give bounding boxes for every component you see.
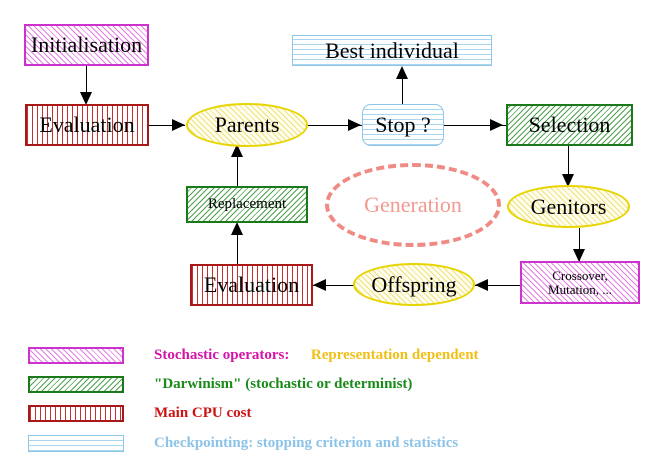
node-best-individual[interactable]: Best individual	[292, 35, 492, 66]
selection-label: Selection	[528, 112, 611, 138]
connector-selection-to-genitors	[568, 146, 569, 188]
legend-row: Stochastic operators: Representation dep…	[28, 344, 479, 366]
connector-crossover-to-offspring	[475, 285, 521, 286]
node-initialisation[interactable]: Initialisation	[24, 24, 149, 66]
node-parents[interactable]: Parents	[186, 103, 308, 147]
crossover-mutation-label: Crossover, Mutation, ...	[548, 267, 612, 297]
stop-label: Stop ?	[375, 112, 431, 138]
legend-swatch-stochastic-operators	[28, 346, 124, 364]
connector-eval-to-replacement	[237, 224, 238, 266]
legend-row: "Darwinism" (stochastic or determinist)	[28, 373, 412, 395]
legend-text-primary: Main CPU cost	[154, 404, 252, 421]
node-stop-decision[interactable]: Stop ?	[362, 104, 444, 146]
evaluation-top-label: Evaluation	[39, 112, 135, 138]
legend-label-darwinism: "Darwinism" (stochastic or determinist)	[154, 376, 412, 393]
arrowhead-stop-to-best	[396, 66, 408, 79]
node-crossover-mutation[interactable]: Crossover, Mutation, ...	[520, 261, 640, 304]
initialisation-label: Initialisation	[30, 32, 143, 58]
generation-region: Generation	[325, 163, 501, 247]
replacement-label: Replacement	[207, 195, 287, 212]
node-evaluation-top[interactable]: Evaluation	[25, 104, 149, 146]
legend-row: Main CPU cost	[28, 402, 252, 424]
legend-text-secondary: Representation dependent	[310, 346, 479, 363]
arrowhead-crossover-to-offspring	[475, 279, 488, 291]
arrowhead-stop-to-selection	[490, 119, 503, 131]
legend-label-stochastic-operators: Stochastic operators: Representation dep…	[154, 347, 479, 364]
node-selection[interactable]: Selection	[506, 104, 633, 146]
arrowhead-selection-to-genitors	[562, 174, 574, 187]
node-offspring[interactable]: Offspring	[353, 263, 475, 306]
node-replacement[interactable]: Replacement	[186, 186, 308, 223]
connector-replacement-to-parents	[237, 146, 238, 186]
legend-text-primary: Stochastic operators:	[154, 346, 290, 363]
connector-parents-to-stop	[308, 125, 362, 126]
best-individual-label: Best individual	[325, 37, 459, 63]
legend-swatch-darwinism	[28, 375, 124, 393]
node-evaluation-bottom[interactable]: Evaluation	[190, 264, 313, 306]
legend-text-primary: "Darwinism" (stochastic or determinist)	[154, 375, 413, 392]
arrowhead-parents-to-stop	[348, 119, 361, 131]
arrowhead-init-to-eval	[80, 92, 92, 105]
arrowhead-replacement-to-parents	[231, 144, 243, 157]
node-genitors[interactable]: Genitors	[507, 185, 630, 228]
connector-stop-to-best	[402, 68, 403, 106]
legend-swatch-checkpointing	[28, 434, 124, 452]
connector-stop-to-selection	[444, 125, 506, 126]
parents-label: Parents	[214, 112, 280, 138]
generation-label: Generation	[364, 192, 462, 217]
legend-row: Checkpointing: stopping criterion and st…	[28, 432, 458, 454]
genitors-label: Genitors	[530, 193, 607, 219]
legend-text-primary: Checkpointing: stopping criterion and st…	[154, 434, 459, 451]
arrowhead-eval-to-parents	[172, 119, 185, 131]
connector-init-to-eval	[86, 66, 87, 94]
connector-genitors-to-crossover	[579, 228, 580, 262]
arrowhead-offspring-to-eval	[313, 279, 326, 291]
arrowhead-eval-to-replacement	[231, 222, 243, 235]
legend-label-main-cpu-cost: Main CPU cost	[154, 405, 252, 422]
offspring-label: Offspring	[371, 271, 457, 297]
arrowhead-genitors-to-crossover	[573, 249, 585, 262]
evaluation-bottom-label: Evaluation	[203, 272, 300, 298]
connector-eval-to-parents	[149, 125, 185, 126]
connector-offspring-to-eval	[313, 285, 355, 286]
legend-swatch-main-cpu-cost	[28, 404, 124, 422]
legend-label-checkpointing: Checkpointing: stopping criterion and st…	[154, 435, 458, 452]
